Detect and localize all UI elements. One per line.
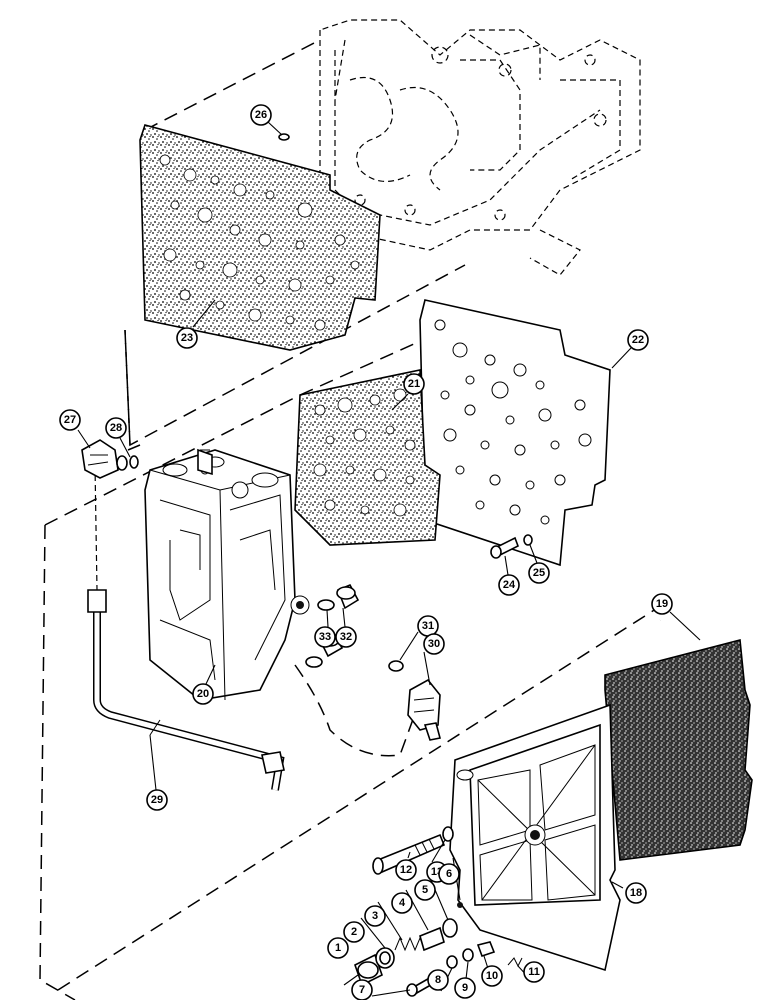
callout-27: 27 (59, 409, 81, 431)
callout-label: 4 (399, 897, 406, 909)
elbow-fitting-30 (407, 678, 441, 741)
o-ring-33-upper (317, 599, 335, 611)
callout-label: 5 (422, 884, 428, 896)
callout-10: 10 (481, 965, 503, 987)
ball-6 (457, 902, 463, 908)
spring-11 (507, 957, 523, 968)
callout-30: 30 (423, 633, 445, 655)
callout-label: 9 (462, 982, 468, 994)
callout-12: 12 (395, 859, 417, 881)
callout-4: 4 (391, 892, 413, 914)
elbow-fitting-27 (81, 439, 128, 479)
callout-24: 24 (498, 574, 520, 596)
callout-label: 30 (428, 638, 440, 650)
callout-6: 6 (438, 863, 460, 885)
nut-10 (476, 941, 496, 958)
callout-5: 5 (414, 879, 436, 901)
tube-29 (87, 589, 285, 791)
o-ring-31 (388, 660, 404, 672)
callout-label: 7 (359, 984, 365, 996)
washer-25 (523, 534, 533, 546)
callout-label: 11 (528, 966, 540, 978)
callout-32: 32 (335, 626, 357, 648)
callout-11: 11 (523, 961, 545, 983)
callout-23: 23 (176, 327, 198, 349)
plug-1 (354, 953, 383, 987)
callout-label: 3 (372, 910, 378, 922)
callout-3: 3 (364, 905, 386, 927)
callout-29: 29 (146, 789, 168, 811)
callout-22: 22 (627, 329, 649, 351)
callout-label: 1 (335, 942, 341, 954)
gasket-21 (294, 369, 441, 546)
callout-label: 24 (503, 579, 516, 591)
bolt-12 (372, 833, 446, 875)
callout-label: 10 (486, 970, 498, 982)
bolt-24 (490, 536, 520, 559)
callout-26: 26 (250, 104, 272, 126)
washer-8 (446, 955, 458, 969)
separator-plate-22 (419, 299, 611, 567)
washer-13 (442, 826, 454, 842)
callout-label: 26 (255, 109, 267, 121)
washer-9 (462, 948, 474, 962)
spool-4 (419, 926, 445, 952)
gasket-23 (139, 124, 381, 351)
callout-7: 7 (351, 979, 373, 1000)
callout-18: 18 (625, 882, 647, 904)
callout-19: 19 (651, 593, 673, 615)
callout-21: 21 (403, 373, 425, 395)
callout-8: 8 (427, 969, 449, 991)
callout-label: 25 (533, 567, 545, 579)
callout-label: 23 (181, 332, 193, 344)
callout-label: 29 (151, 794, 163, 806)
callout-2: 2 (343, 921, 365, 943)
cover-plate-18 (449, 703, 621, 972)
o-ring-33-lower (305, 656, 323, 668)
pin-26 (278, 133, 290, 141)
callout-label: 32 (340, 631, 352, 643)
callout-9: 9 (454, 977, 476, 999)
callout-33: 33 (314, 626, 336, 648)
callout-label: 22 (632, 334, 644, 346)
plug-32-upper (336, 583, 360, 610)
valve-body-20 (144, 448, 310, 701)
callout-label: 21 (408, 378, 420, 390)
callout-label: 18 (630, 887, 642, 899)
callout-1: 1 (327, 937, 349, 959)
callout-28: 28 (105, 417, 127, 439)
callout-20: 20 (192, 683, 214, 705)
callout-label: 6 (446, 868, 452, 880)
o-ring-28 (129, 455, 139, 469)
sleeve-5 (442, 918, 458, 938)
gasket-19 (604, 638, 753, 861)
callout-label: 31 (422, 620, 434, 632)
transmission-housing (319, 19, 641, 276)
callout-31: 31 (417, 615, 439, 637)
callout-label: 2 (351, 926, 357, 938)
callout-25: 25 (528, 562, 550, 584)
callout-label: 8 (435, 974, 441, 986)
callout-label: 12 (400, 864, 412, 876)
o-ring-2 (375, 947, 395, 969)
callout-label: 33 (319, 631, 331, 643)
callout-label: 28 (110, 422, 122, 434)
callout-label: 19 (656, 598, 668, 610)
callout-label: 27 (64, 414, 76, 426)
callout-label: 20 (197, 688, 209, 700)
